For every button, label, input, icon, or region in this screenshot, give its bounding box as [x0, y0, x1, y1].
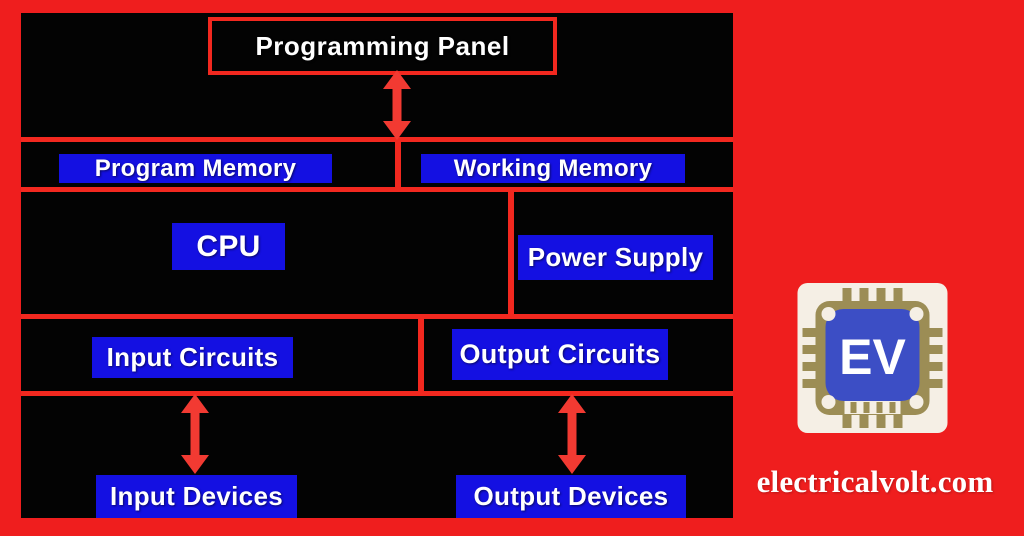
programming-panel-block: Programming Panel	[208, 17, 557, 75]
output-circuits-block: Output Circuits	[452, 329, 668, 380]
working-memory-block: Working Memory	[421, 154, 685, 183]
program-memory-block: Program Memory	[59, 154, 332, 183]
output-devices-block: Output Devices	[456, 475, 686, 518]
divider-line-cpu-bottom	[21, 314, 733, 319]
divider-line-memory-vertical	[395, 137, 401, 192]
input-devices-block: Input Devices	[96, 475, 297, 518]
divider-line-circuits-vertical	[418, 314, 424, 396]
divider-line-circuits-bottom	[21, 391, 733, 396]
input-circuits-block: Input Circuits	[92, 337, 293, 378]
programming-panel-label: Programming Panel	[255, 30, 510, 61]
diagram-panel: Programming Panel Program Memory Working…	[21, 13, 733, 518]
divider-line-cpu-vertical	[508, 187, 514, 319]
divider-line-memory-top	[21, 137, 733, 142]
power-supply-block: Power Supply	[518, 235, 713, 280]
divider-line-memory-bottom	[21, 187, 733, 192]
website-watermark: electricalvolt.com	[756, 464, 994, 499]
electricalvolt-logo: EV	[797, 283, 948, 433]
logo-ev-text: EV	[839, 329, 906, 385]
chip-icon: EV	[797, 283, 948, 433]
cpu-block: CPU	[172, 223, 285, 270]
